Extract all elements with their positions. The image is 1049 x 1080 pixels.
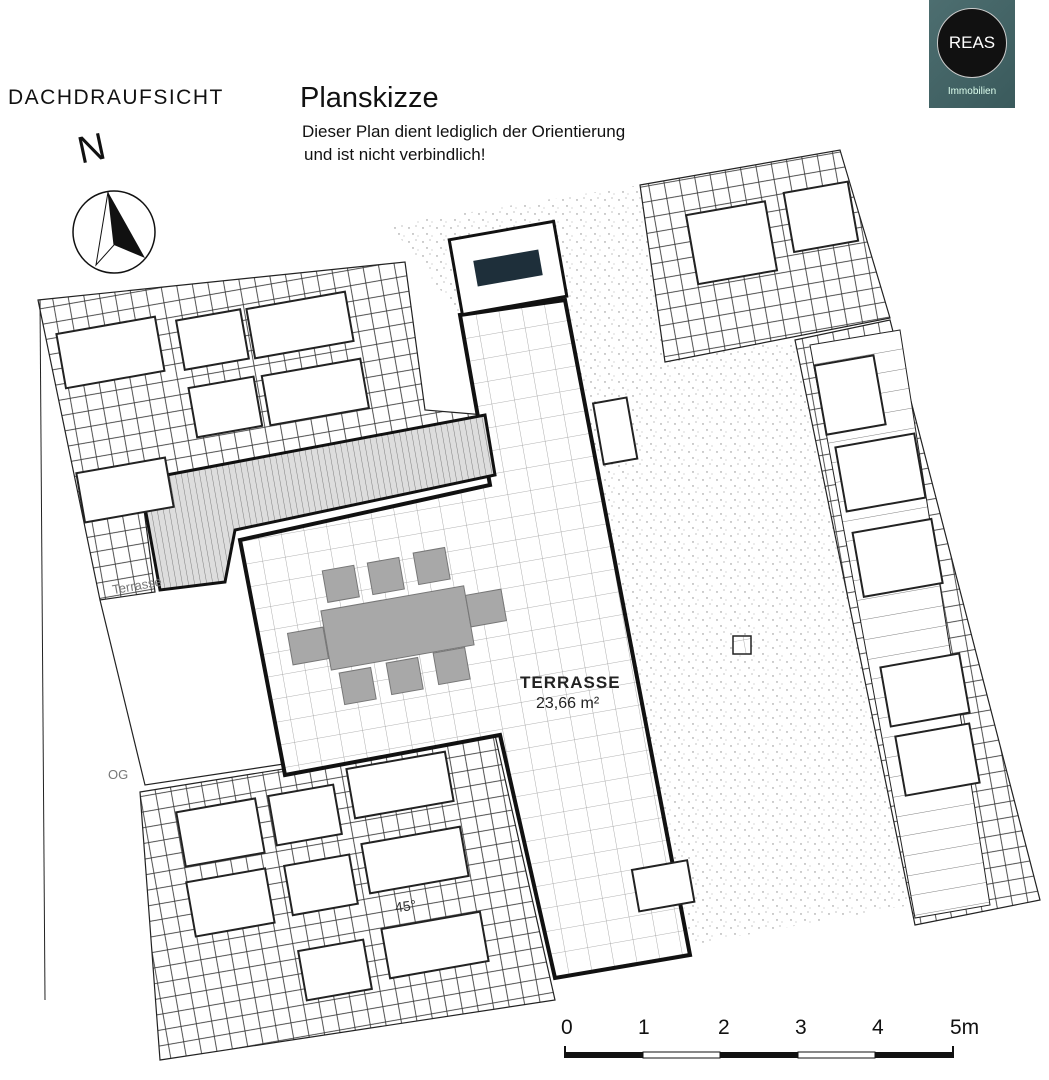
skylight xyxy=(473,249,543,287)
terrace-area: 23,66 m² xyxy=(536,695,600,712)
scale-label-3: 3 xyxy=(795,1016,807,1039)
terrace-label: TERRASSE xyxy=(520,673,621,692)
disclaimer-line-2: und ist nicht verbindlich! xyxy=(304,145,486,164)
stairs xyxy=(138,413,497,592)
view-label: DACHDRAUFSICHT xyxy=(8,86,224,109)
scale-bar xyxy=(564,1046,954,1059)
floor-label: OG xyxy=(108,767,129,782)
logo-name: REAS xyxy=(937,8,1007,78)
floor-drain xyxy=(732,635,752,655)
page-title: Planskizze xyxy=(300,82,439,114)
scale-label-2: 2 xyxy=(718,1016,730,1039)
reas-logo: REAS Immobilien xyxy=(929,0,1015,108)
angle-label: 45° xyxy=(393,896,418,916)
scale-label-5: 5m xyxy=(950,1016,980,1039)
scale-label-0: 0 xyxy=(561,1016,573,1039)
logo-sub: Immobilien xyxy=(947,86,997,97)
compass-icon xyxy=(72,190,156,274)
disclaimer-line-1: Dieser Plan dient lediglich der Orientie… xyxy=(302,122,626,141)
gravel-area xyxy=(390,185,910,945)
scale-label-1: 1 xyxy=(638,1016,650,1039)
scale-label-4: 4 xyxy=(872,1016,884,1039)
